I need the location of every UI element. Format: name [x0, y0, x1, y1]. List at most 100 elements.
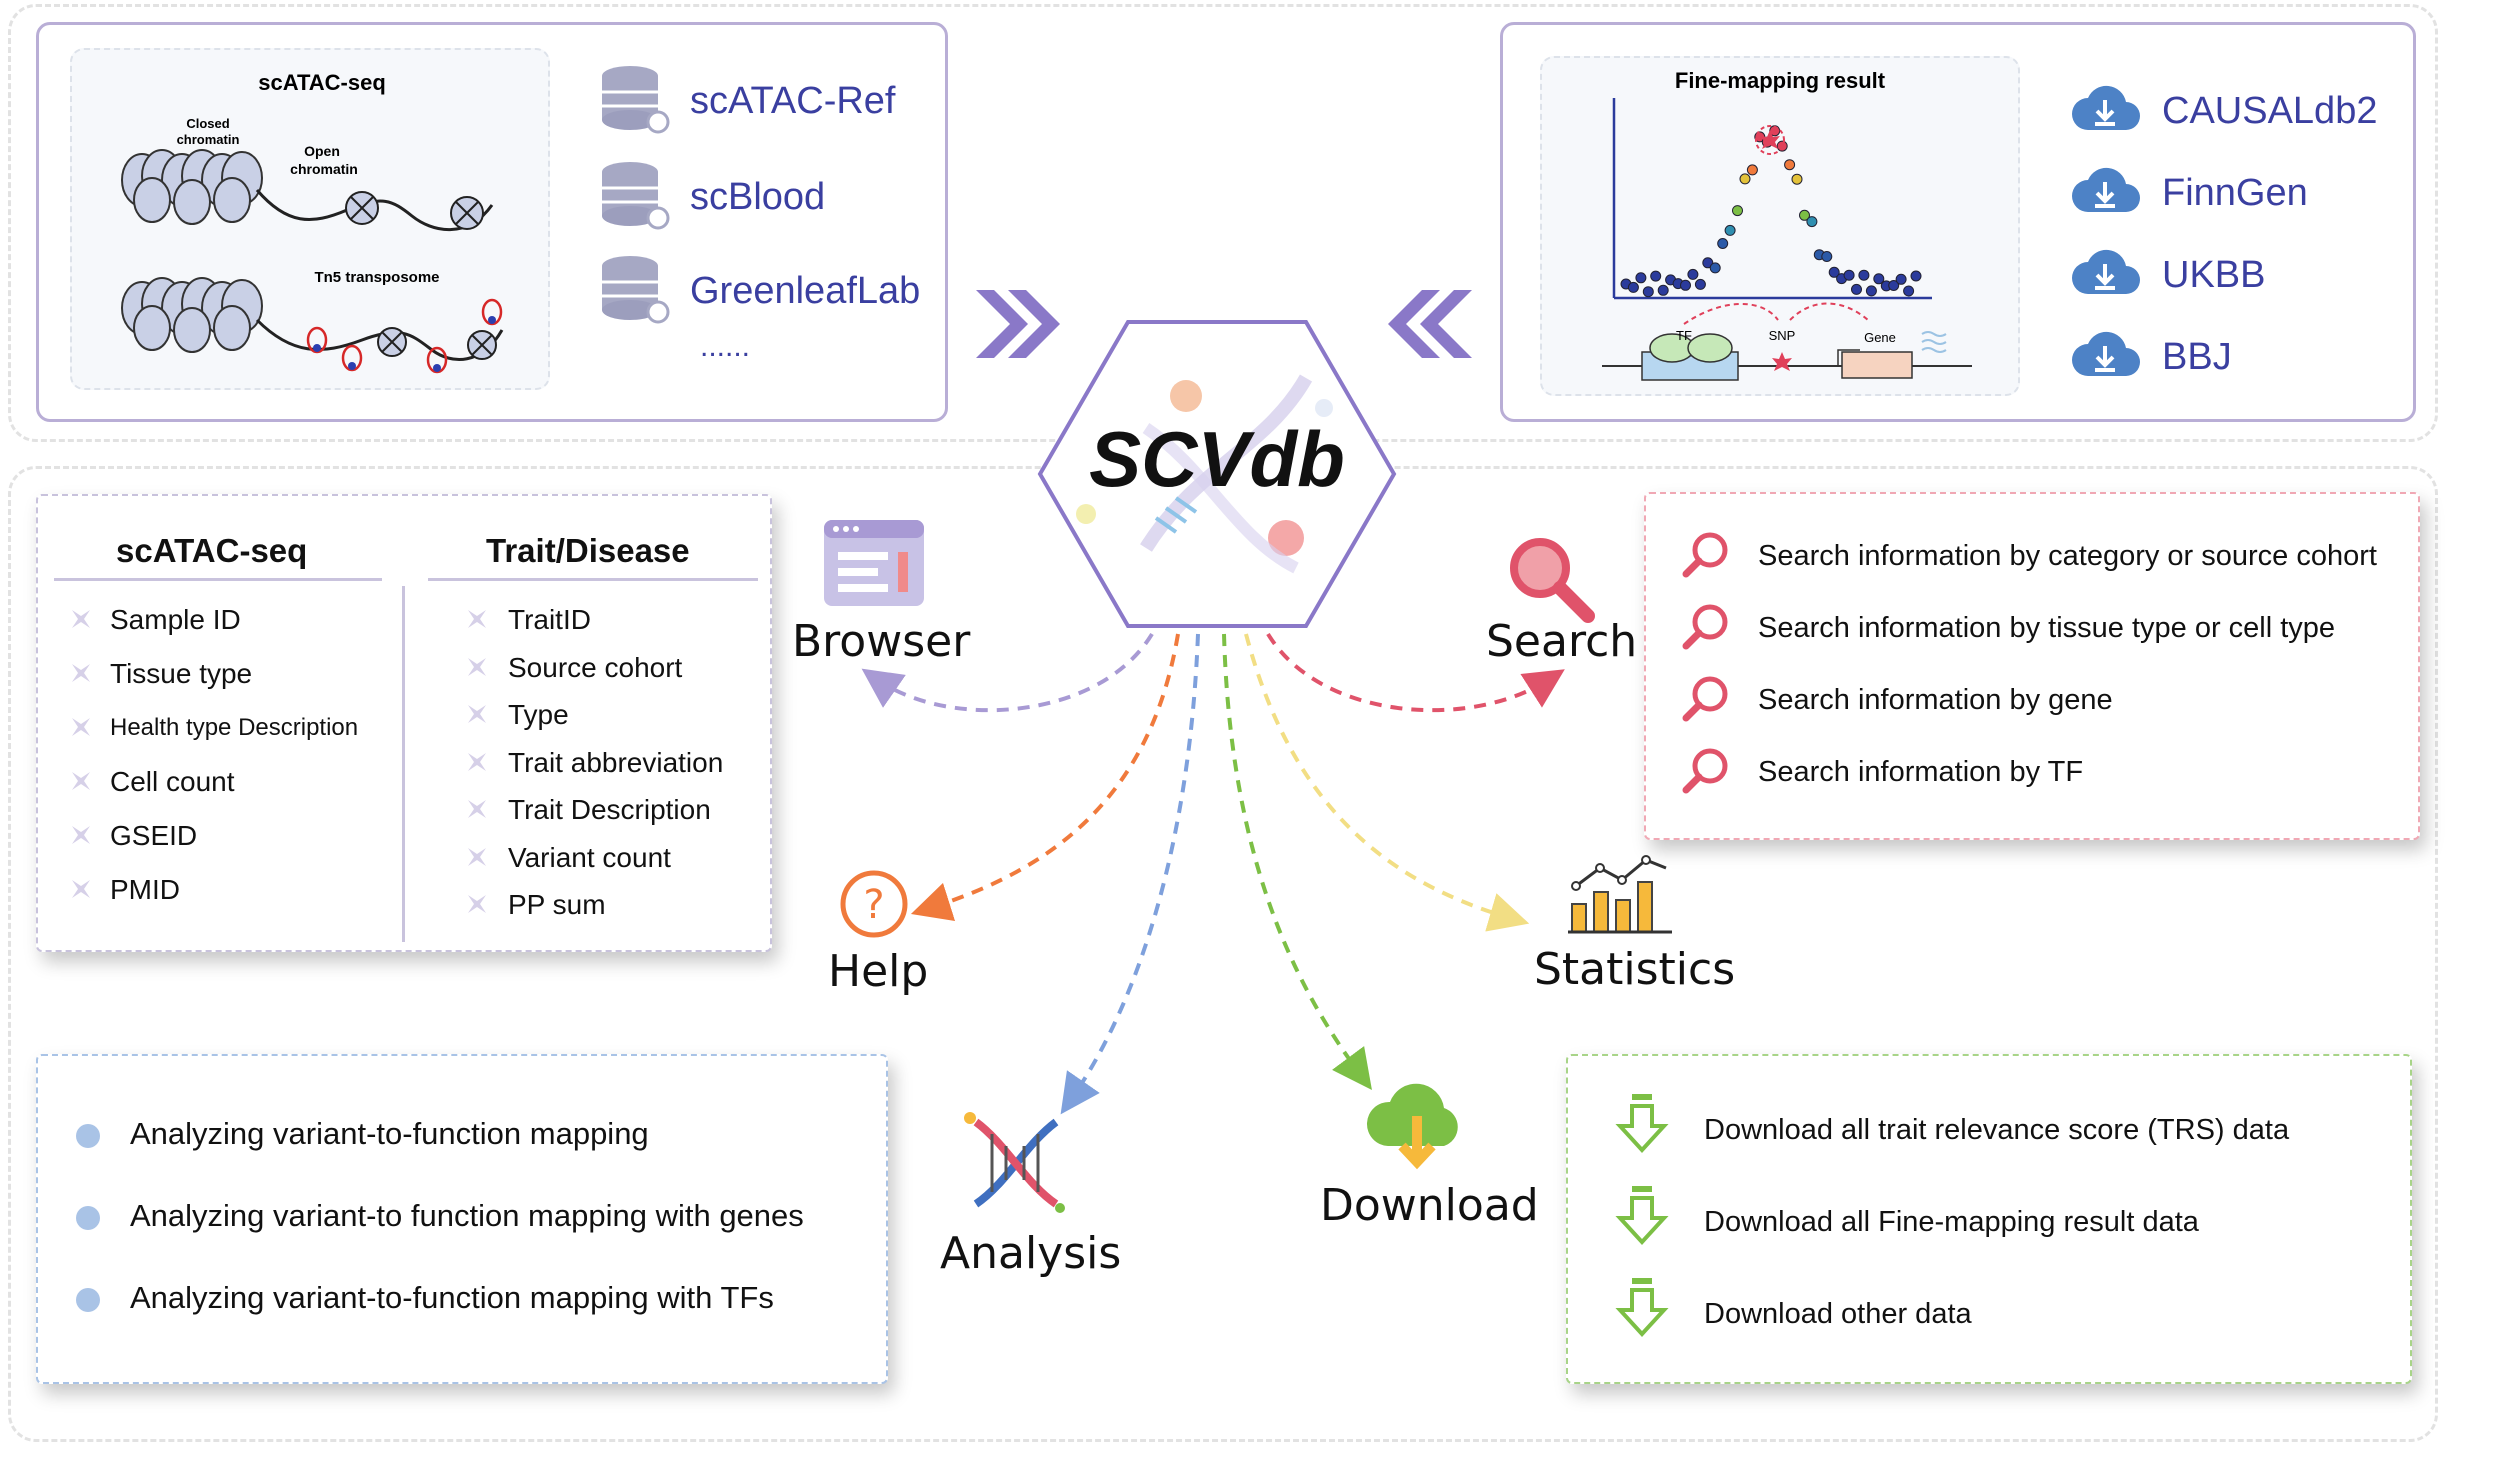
trait-field-item: PP sum: [508, 889, 606, 920]
download-label[interactable]: Download: [1320, 1180, 1539, 1231]
help-question-icon[interactable]: ?: [838, 868, 910, 940]
scatac-field-item: GSEID: [110, 820, 198, 851]
source-bbj[interactable]: BBJ: [2162, 336, 2232, 378]
tn5-label: Tn5 transposome: [314, 269, 439, 286]
search-option[interactable]: Search information by category or source…: [1758, 540, 2377, 572]
search-options-box: [1644, 492, 2420, 840]
finemap-point: [1843, 269, 1855, 281]
download-option[interactable]: Download other data: [1704, 1298, 1972, 1330]
finemap-point: [1702, 257, 1714, 269]
statistics-label[interactable]: Statistics: [1534, 944, 1736, 995]
finemap-point: [1828, 266, 1840, 278]
finemap-point: [1732, 205, 1743, 217]
list-bullet-icon: [466, 798, 488, 820]
list-bullet-icon: [70, 716, 92, 738]
finemap-point: [1821, 251, 1833, 262]
search-icon: [1680, 672, 1734, 726]
source-more-ellipsis: ......: [700, 330, 751, 363]
list-bullet-icon: [466, 703, 488, 725]
list-bullet-icon: [70, 662, 92, 684]
analysis-label[interactable]: Analysis: [940, 1228, 1122, 1279]
finemap-point: [1717, 238, 1729, 249]
finemap-point: [1635, 272, 1647, 284]
download-option[interactable]: Download all Fine-mapping result data: [1704, 1206, 2199, 1238]
trait-field-item: Type: [508, 699, 569, 730]
list-bullet-icon: [70, 878, 92, 900]
search-icon: [1680, 528, 1734, 582]
chevron-right-icon: [968, 284, 1068, 364]
cloud-download-icon[interactable]: [1364, 1076, 1470, 1176]
browser-window-icon[interactable]: [820, 516, 928, 610]
browser-label[interactable]: Browser: [792, 616, 971, 667]
analysis-option[interactable]: Analyzing variant-to function mapping wi…: [130, 1198, 804, 1233]
cloud-download-icon: [2070, 324, 2140, 384]
source-scblood[interactable]: scBlood: [690, 176, 826, 218]
finemap-point: [1687, 268, 1699, 280]
list-bullet-icon: [466, 846, 488, 868]
finemap-point: [1791, 173, 1803, 185]
download-arrow-icon: [1614, 1092, 1670, 1156]
download-arrow-icon: [1614, 1276, 1670, 1340]
search-option[interactable]: Search information by gene: [1758, 684, 2113, 716]
finemap-plot: Fine-mapping result TF SNP Gene: [1602, 68, 1972, 381]
list-bullet-dot: [76, 1124, 100, 1148]
source-causaldb2[interactable]: CAUSALdb2: [2162, 90, 2378, 132]
finemap-point: [1858, 269, 1870, 281]
finemap-point: [1799, 209, 1810, 221]
statistics-chart-icon[interactable]: [1566, 852, 1676, 936]
scvdb-title: SCVdb: [1089, 415, 1345, 503]
gene-label: Gene: [1864, 330, 1896, 345]
finemap-point: [1903, 285, 1915, 297]
list-bullet-icon: [70, 770, 92, 792]
analysis-option[interactable]: Analyzing variant-to-function mapping: [130, 1116, 649, 1151]
finemap-point: [1776, 140, 1788, 152]
arrow-to-statistics: [1244, 633, 1530, 932]
search-icon: [1680, 600, 1734, 654]
scatac-header-rule: [54, 578, 382, 581]
trait-field-item: Trait Description: [508, 794, 711, 825]
finemap-point: [1784, 159, 1796, 171]
finemap-point: [1851, 283, 1862, 295]
scatac-field-item: Tissue type: [110, 658, 253, 689]
finemap-point: [1806, 216, 1818, 228]
trait-fields-header: Trait/Disease: [486, 532, 690, 569]
trait-header-rule: [428, 578, 758, 581]
source-scatac-ref[interactable]: scATAC-Ref: [690, 80, 896, 122]
finemap-point: [1888, 280, 1900, 291]
finemap-point: [1650, 270, 1662, 282]
analysis-options-box: [36, 1054, 888, 1384]
trait-field-item: Source cohort: [508, 651, 683, 683]
finemap-point: [1873, 273, 1885, 285]
arrow-to-browser: [861, 632, 1154, 713]
download-options-box: [1566, 1054, 2412, 1384]
finemap-point: [1724, 224, 1736, 236]
source-ukbb[interactable]: UKBB: [2162, 254, 2266, 296]
search-option[interactable]: Search information by tissue type or cel…: [1758, 612, 2336, 644]
scvdb-hexagon[interactable]: SCVdb: [1036, 318, 1398, 630]
list-bullet-icon: [70, 608, 92, 630]
search-option[interactable]: Search information by TF: [1758, 756, 2084, 788]
finemap-point: [1746, 164, 1758, 176]
source-finngen[interactable]: FinnGen: [2162, 172, 2308, 214]
database-icon: [600, 254, 670, 324]
scatac-field-item: Sample ID: [110, 604, 241, 635]
help-label[interactable]: Help: [828, 946, 929, 997]
snp-label: SNP: [1769, 328, 1796, 343]
tf-label: TF: [1676, 328, 1692, 343]
search-magnifier-icon[interactable]: [1502, 530, 1598, 626]
analysis-option[interactable]: Analyzing variant-to-function mapping wi…: [130, 1280, 774, 1315]
download-option[interactable]: Download all trait relevance score (TRS)…: [1704, 1114, 2290, 1146]
help-icon-glyph: ?: [863, 882, 884, 928]
arrow-to-analysis: [1060, 633, 1200, 1115]
search-label[interactable]: Search: [1486, 616, 1638, 667]
finemap-point: [1709, 262, 1721, 274]
trait-field-item: TraitID: [508, 604, 591, 635]
source-greenleaflab[interactable]: GreenleafLab: [690, 270, 921, 312]
scatac-field-item: Health type Description: [110, 714, 359, 741]
list-bullet-icon: [466, 608, 488, 630]
dna-helix-icon[interactable]: [956, 1104, 1074, 1222]
cloud-download-icon: [2070, 242, 2140, 302]
arrow-to-search: [1266, 632, 1565, 713]
finemap-point: [1739, 173, 1751, 185]
scatac-illustration-title: scATAC-seq: [258, 70, 386, 95]
